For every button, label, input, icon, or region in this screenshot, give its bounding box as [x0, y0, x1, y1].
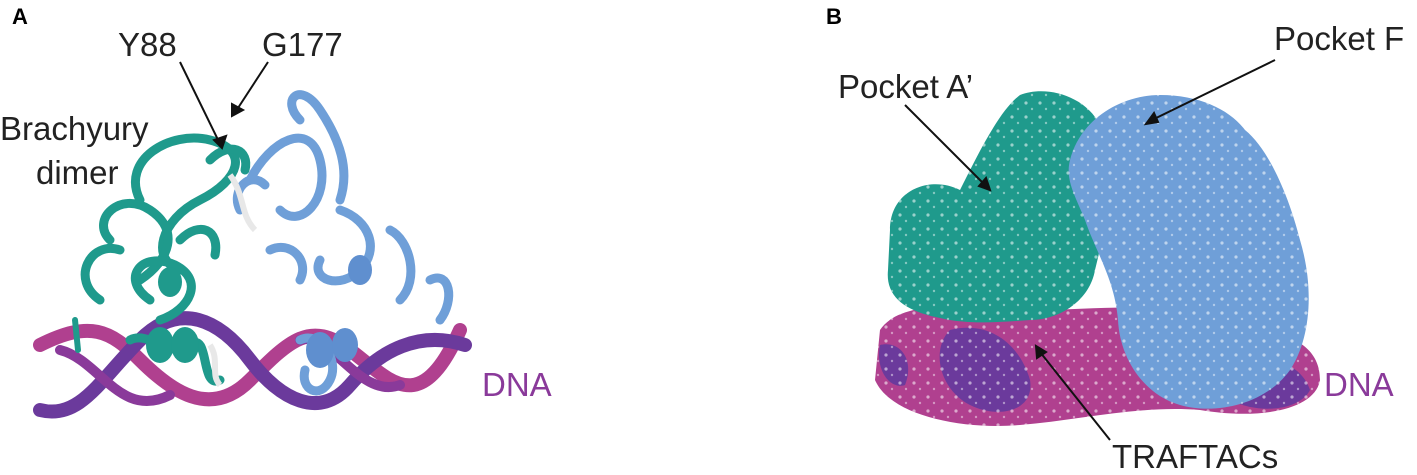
pocket-a-label: Pocket A’ [838, 68, 974, 105]
brachyury-label: Brachyury [0, 110, 149, 147]
dna-helix [33, 311, 472, 419]
panel-a-letter: A [12, 4, 28, 29]
g177-label: G177 [262, 26, 343, 63]
panel-a: A Y88 G177 Brachyury dimer DNA [0, 0, 700, 475]
dna-label: DNA [482, 366, 552, 403]
y88-label: Y88 [118, 26, 177, 63]
blue-surface [1068, 95, 1309, 409]
blue-helix [306, 255, 372, 368]
panel-b-letter: B [826, 4, 842, 29]
dna-label-b: DNA [1324, 366, 1394, 403]
brachyury-ribbon-structure [33, 61, 472, 419]
teal-helix [146, 267, 199, 363]
white-coil [207, 173, 258, 388]
panel-b: B Pocket F Pocket A’ DNA TRAFTACs [700, 0, 1417, 475]
annotation-arrows [904, 59, 1276, 441]
brachyury-surface-structure [875, 59, 1320, 441]
pocket-f-label: Pocket F [1274, 20, 1405, 57]
traftacs-label: TRAFTACs [1112, 438, 1279, 475]
dimer-label: dimer [36, 154, 119, 191]
teal-surface [887, 91, 1110, 323]
annotation-arrows [179, 61, 269, 150]
